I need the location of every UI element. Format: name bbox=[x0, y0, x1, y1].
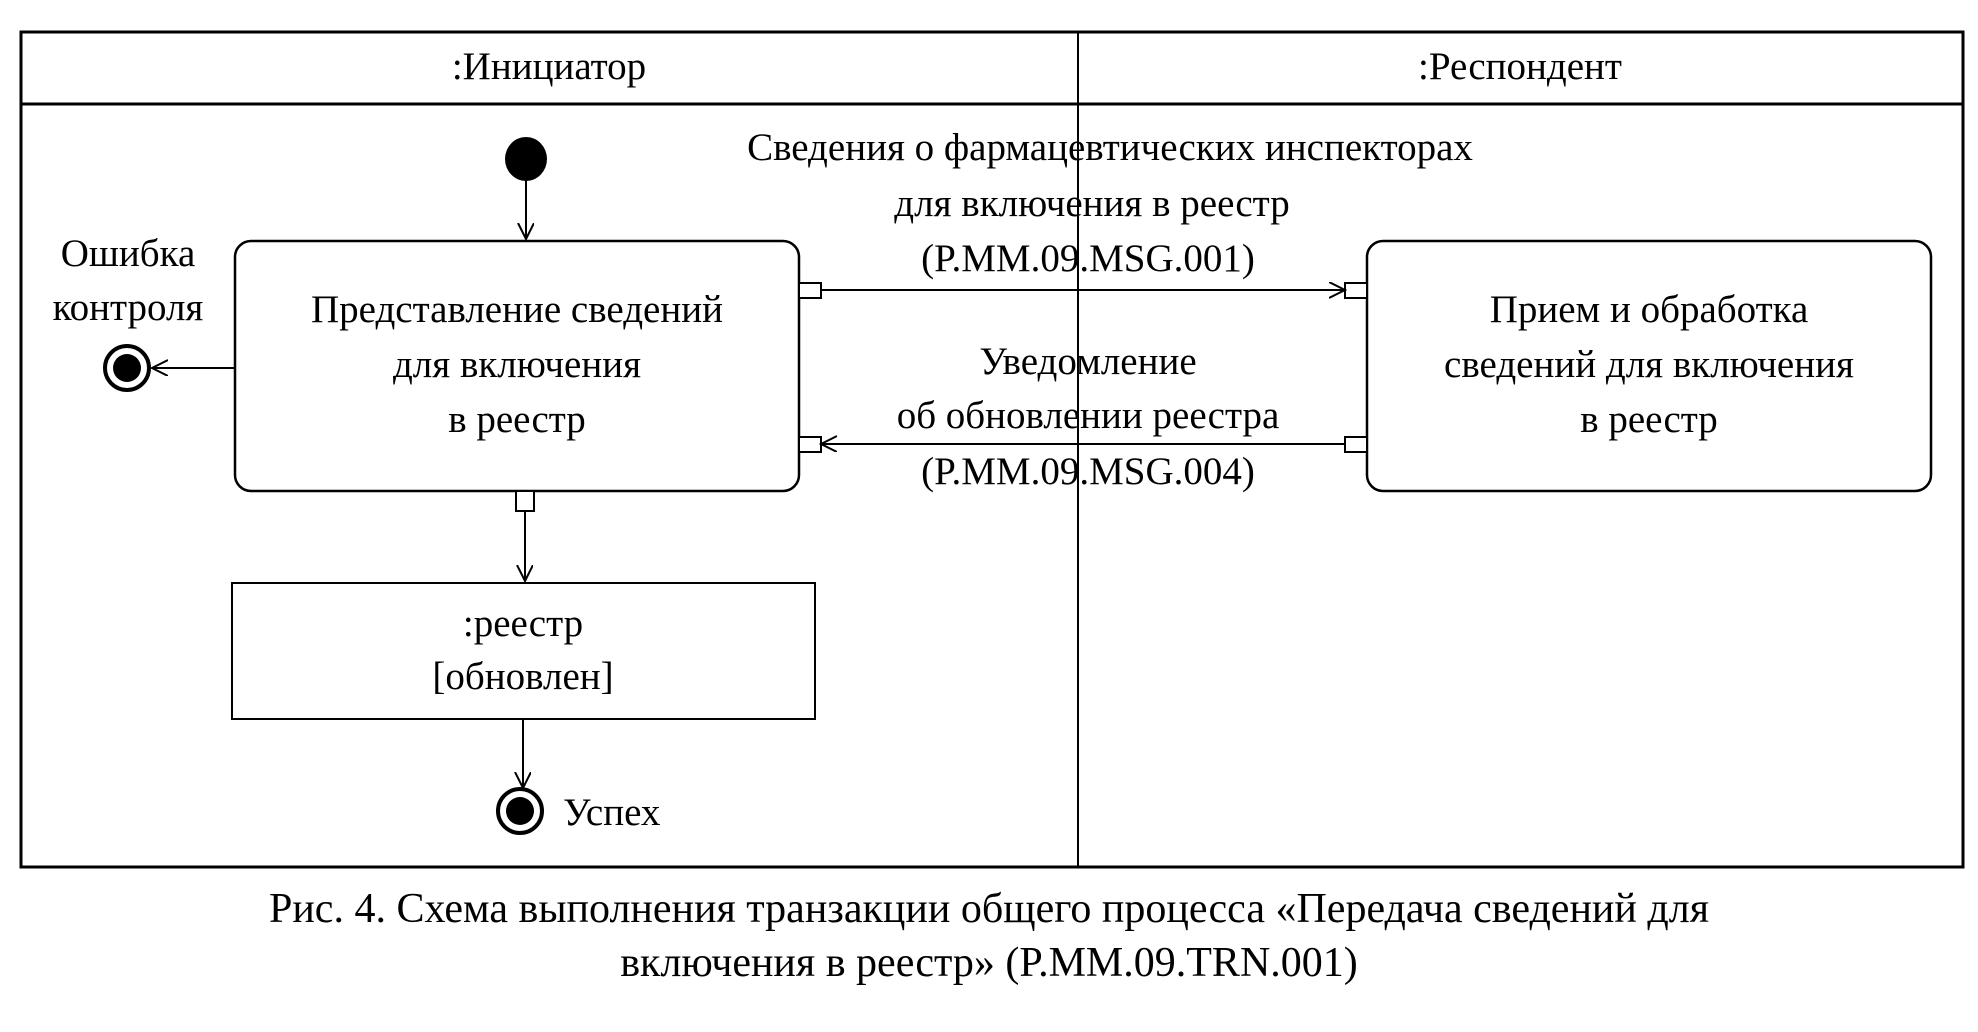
message-msg004-line-2: об обновлении реестра bbox=[897, 394, 1280, 437]
message-msg001-line-1: Сведения о фармацевтических инспекторах bbox=[747, 126, 1473, 169]
object-registry-state: [обновлен] bbox=[432, 655, 613, 698]
action-submit-line-3: в реестр bbox=[448, 398, 586, 441]
success-final-label: Успех bbox=[563, 791, 661, 834]
output-pin-msg004 bbox=[1344, 436, 1368, 453]
error-final-label-line-2: контроля bbox=[53, 286, 204, 329]
figure-caption-line-1: Рис. 4. Схема выполнения транзакции обще… bbox=[268, 886, 1710, 932]
action-receive-line-1: Прием и обработка bbox=[1490, 288, 1809, 331]
error-final-node-inner bbox=[113, 354, 141, 382]
object-registry-name: :реестр bbox=[463, 602, 583, 645]
action-submit-line-2: для включения bbox=[393, 343, 641, 386]
action-receive-line-2: сведений для включения bbox=[1444, 343, 1854, 386]
object-registry bbox=[231, 582, 816, 720]
input-pin-msg004 bbox=[798, 436, 822, 453]
message-msg001-line-2: для включения в реестр bbox=[894, 182, 1289, 225]
action-receive-line-3: в реестр bbox=[1580, 398, 1718, 441]
input-pin-msg001 bbox=[1344, 282, 1368, 299]
figure-caption: Рис. 4. Схема выполнения транзакции обще… bbox=[0, 882, 1978, 990]
output-pin-registry bbox=[515, 490, 535, 512]
action-submit-line-1: Представление сведений bbox=[311, 288, 723, 331]
lane-title-initiator: :Инициатор bbox=[452, 45, 646, 88]
error-final-label-line-1: Ошибка bbox=[61, 232, 196, 275]
action-receive-data bbox=[1365, 239, 1933, 493]
message-msg001-line-3: (P.MM.09.MSG.001) bbox=[921, 237, 1255, 280]
message-msg004-line-3: (P.MM.09.MSG.004) bbox=[921, 450, 1255, 493]
initial-node bbox=[505, 137, 547, 181]
message-msg004-line-1: Уведомление bbox=[979, 340, 1196, 383]
figure-caption-line-2: включения в реестр» (P.MM.09.TRN.001) bbox=[620, 940, 1358, 986]
lane-title-respondent: :Респондент bbox=[1418, 45, 1622, 88]
success-final-node-inner bbox=[506, 797, 534, 825]
output-pin-msg001 bbox=[798, 282, 822, 299]
swimlane-frame bbox=[19, 30, 1965, 869]
